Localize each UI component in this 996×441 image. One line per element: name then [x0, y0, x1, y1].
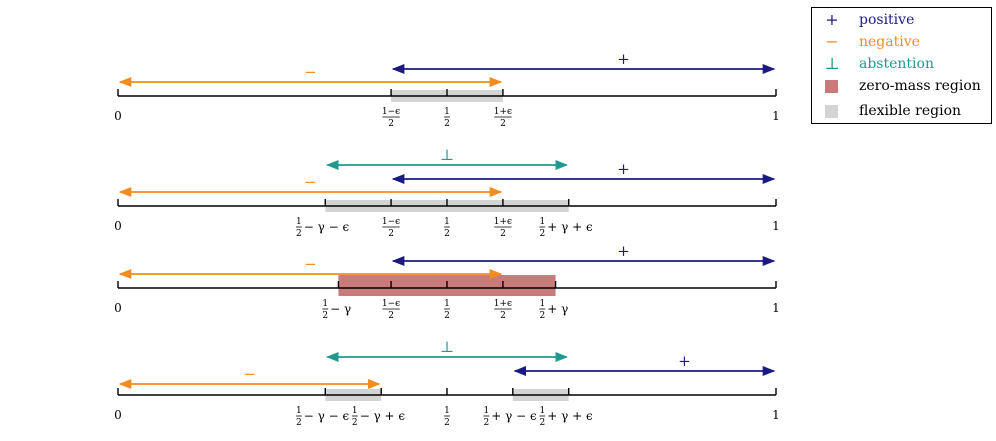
positive-symbol-icon: +	[617, 50, 630, 68]
fraction-denominator: 2	[484, 418, 490, 428]
number-line-row-1: 0 1−ϵ 2 1 2 1+ϵ 2 1 − +	[114, 50, 780, 129]
fraction-denominator: 2	[500, 119, 506, 129]
negative-symbol-icon: −	[243, 365, 256, 383]
positive-symbol-icon: +	[825, 10, 839, 29]
legend-item-zero-mass: zero-mass region	[812, 76, 993, 96]
flexible-swatch-icon	[825, 105, 838, 118]
legend-label-flexible: flexible region	[859, 103, 962, 119]
tick-label: 1−ϵ	[382, 107, 400, 117]
fraction-denominator: 2	[388, 229, 394, 239]
tick-label: 1	[539, 406, 545, 416]
tick-label-tail: + γ	[547, 302, 568, 316]
tick-label: 1	[444, 217, 450, 227]
tick-label-tail: + γ + ϵ	[547, 409, 593, 423]
fraction-denominator: 2	[444, 418, 450, 428]
fraction-denominator: 2	[500, 311, 506, 321]
negative-symbol-icon: −	[304, 255, 317, 273]
tick-label: 1+ϵ	[494, 217, 512, 227]
fraction-denominator: 2	[388, 311, 394, 321]
negative-symbol-icon: −	[304, 173, 317, 191]
abstention-symbol-icon: ⊥	[824, 54, 840, 73]
tick-label: 0	[114, 219, 122, 233]
legend-label-negative: negative	[859, 34, 920, 50]
tick-label: 0	[114, 301, 122, 315]
tick-label: 1	[772, 408, 780, 422]
tick-label: 1−ϵ	[382, 217, 400, 227]
abstention-symbol-icon: ⊥	[440, 338, 454, 356]
legend: + positive − negative ⊥ abstention zero-…	[811, 7, 992, 124]
fraction-denominator: 2	[322, 311, 328, 321]
legend-label-positive: positive	[859, 12, 915, 28]
tick-label: 1	[484, 406, 490, 416]
fraction-denominator: 2	[352, 418, 358, 428]
fraction-denominator: 2	[444, 119, 450, 129]
tick-label: 1+ϵ	[494, 299, 512, 309]
fraction-denominator: 2	[296, 229, 302, 239]
tick-label-tail: − γ − ϵ	[304, 409, 350, 423]
tick-label: 1	[772, 109, 780, 123]
tick-label: 1	[772, 301, 780, 315]
legend-label-abstention: abstention	[859, 56, 934, 72]
tick-label-tail: + γ + ϵ	[547, 220, 593, 234]
legend-item-flexible: flexible region	[812, 101, 993, 121]
tick-label: 1	[540, 299, 546, 309]
negative-symbol-icon: −	[304, 63, 317, 81]
fraction-denominator: 2	[444, 311, 450, 321]
tick-label: 0	[114, 408, 122, 422]
positive-symbol-icon: +	[617, 160, 630, 178]
tick-label: 1	[296, 406, 302, 416]
positive-symbol-icon: +	[617, 242, 630, 260]
negative-symbol-icon: −	[825, 32, 839, 51]
tick-label: 1	[296, 217, 302, 227]
tick-label-tail: − γ	[330, 302, 351, 316]
tick-label: 1	[539, 217, 545, 227]
legend-item-abstention: ⊥ abstention	[812, 54, 993, 74]
fraction-denominator: 2	[444, 229, 450, 239]
fraction-denominator: 2	[388, 119, 394, 129]
tick-label: 1	[444, 406, 450, 416]
legend-item-positive: + positive	[812, 10, 993, 30]
fraction-denominator: 2	[539, 418, 545, 428]
tick-label: 1	[444, 107, 450, 117]
tick-label-tail: − γ + ϵ	[360, 409, 406, 423]
tick-label: 1	[322, 299, 328, 309]
positive-symbol-icon: +	[678, 352, 691, 370]
tick-label-tail: + γ − ϵ	[491, 409, 537, 423]
tick-label: 0	[114, 109, 122, 123]
abstention-symbol-icon: ⊥	[440, 146, 454, 164]
legend-item-negative: − negative	[812, 32, 993, 52]
fraction-denominator: 2	[296, 418, 302, 428]
legend-label-zero-mass: zero-mass region	[859, 78, 981, 94]
tick-label: 1	[772, 219, 780, 233]
fraction-denominator: 2	[540, 311, 546, 321]
tick-label: 1	[444, 299, 450, 309]
fraction-denominator: 2	[500, 229, 506, 239]
tick-label: 1+ϵ	[494, 107, 512, 117]
tick-label: 1−ϵ	[382, 299, 400, 309]
tick-label-tail: − γ − ϵ	[304, 220, 350, 234]
zero-mass-swatch-icon	[825, 80, 838, 93]
tick-label: 1	[352, 406, 358, 416]
fraction-denominator: 2	[539, 229, 545, 239]
